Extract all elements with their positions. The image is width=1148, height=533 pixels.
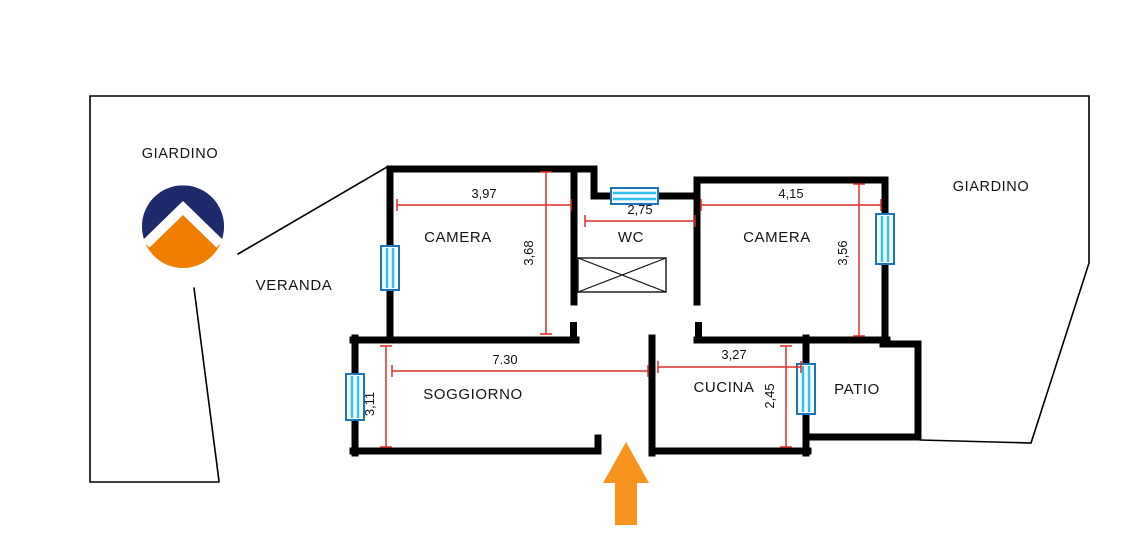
window-frame [345,373,365,421]
dim-label: 3,27 [721,347,746,362]
label-soggiorno: SOGGIORNO [423,386,523,403]
window-frame [875,213,895,265]
dim-soggiorno-width: 7.30 [391,352,649,377]
room-labels: GIARDINO GIARDINO VERANDA CAMERA WC CAME… [142,146,1030,403]
stairs-cross-line-2 [577,257,667,293]
dim-label: 3,56 [835,240,850,265]
agency-logo [141,185,224,268]
dim-label: 2,75 [627,202,652,217]
label-camera-left: CAMERA [424,229,492,246]
dim-camera-left-depth: 3,68 [521,171,552,335]
label-wc: WC [618,229,644,246]
dim-label: 3,11 [362,392,377,416]
boundary-top-right [89,95,1090,444]
entrance-indicator [603,442,649,525]
stairs-symbol [577,257,667,293]
dim-soggiorno-depth: 3,11 [362,345,392,448]
logo-white-roof-icon [142,201,224,248]
dimension-lines: 3,97 3,68 2,75 4,15 [362,171,882,448]
dim-label: 4,15 [778,186,803,201]
entrance-arrow-icon [603,442,649,525]
window-frame [796,363,816,415]
boundary-left-bottom [89,95,220,483]
window-soggiorno-icon [345,373,365,421]
label-giardino-left: GIARDINO [142,146,219,162]
apartment-walls [349,165,922,457]
door-jamb-left [570,322,577,337]
windows [345,187,895,421]
dim-camera-right-depth: 3,56 [835,183,865,337]
label-veranda: VERANDA [256,277,333,294]
label-giardino-right: GIARDINO [953,179,1030,195]
dim-wc-width: 2,75 [584,202,696,227]
window-frame [380,245,400,291]
label-cucina: CUCINA [693,379,754,396]
boundary-veranda-diagonal [237,166,388,255]
property-boundary [89,95,1090,483]
door-jamb-right [695,322,702,337]
label-camera-right: CAMERA [743,229,811,246]
window-wc-icon [610,187,659,205]
dim-label: 7.30 [492,352,517,367]
dim-label: 3,97 [471,186,496,201]
boundary-fence-left [193,287,220,482]
dim-label: 3,68 [521,240,536,265]
dim-camera-right-width: 4,15 [700,186,882,211]
dim-cucina-width: 3,27 [657,347,802,373]
logo-blue-top [141,185,224,244]
window-camera-left-icon [380,245,400,291]
dim-camera-left-width: 3,97 [396,186,572,211]
dim-label: 2,45 [762,383,777,408]
window-camera-right-icon [875,213,895,265]
label-patio: PATIO [834,381,880,398]
window-cucina-icon [796,363,816,415]
dim-cucina-depth: 2,45 [762,345,792,448]
